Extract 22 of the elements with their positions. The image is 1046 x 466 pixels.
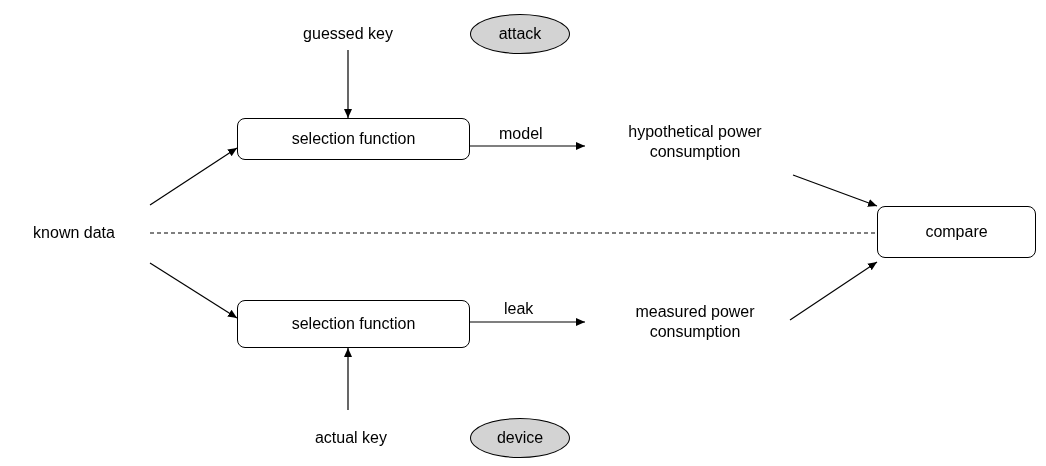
arrow	[789, 261, 878, 321]
node-text: device	[496, 428, 544, 448]
arrow	[469, 142, 586, 150]
node-text: known data	[33, 223, 115, 243]
arrow	[344, 347, 352, 411]
arrow	[469, 318, 586, 326]
process-box	[877, 206, 1036, 258]
dashed-line	[149, 232, 878, 234]
node-text: guessed key	[303, 24, 393, 44]
arrow	[792, 174, 878, 207]
node-text: attack	[498, 24, 542, 44]
node-text: selection function	[291, 314, 416, 334]
node-text: measured power consumption	[634, 302, 756, 342]
arrow	[149, 262, 238, 319]
node-text: compare	[925, 222, 988, 242]
process-box	[237, 118, 470, 160]
process-box	[237, 300, 470, 348]
node-text: selection function	[291, 129, 416, 149]
arrow	[344, 49, 352, 119]
node-text: actual key	[314, 428, 387, 448]
node-text: hypothetical power consumption	[627, 122, 763, 162]
arrow	[149, 147, 238, 206]
